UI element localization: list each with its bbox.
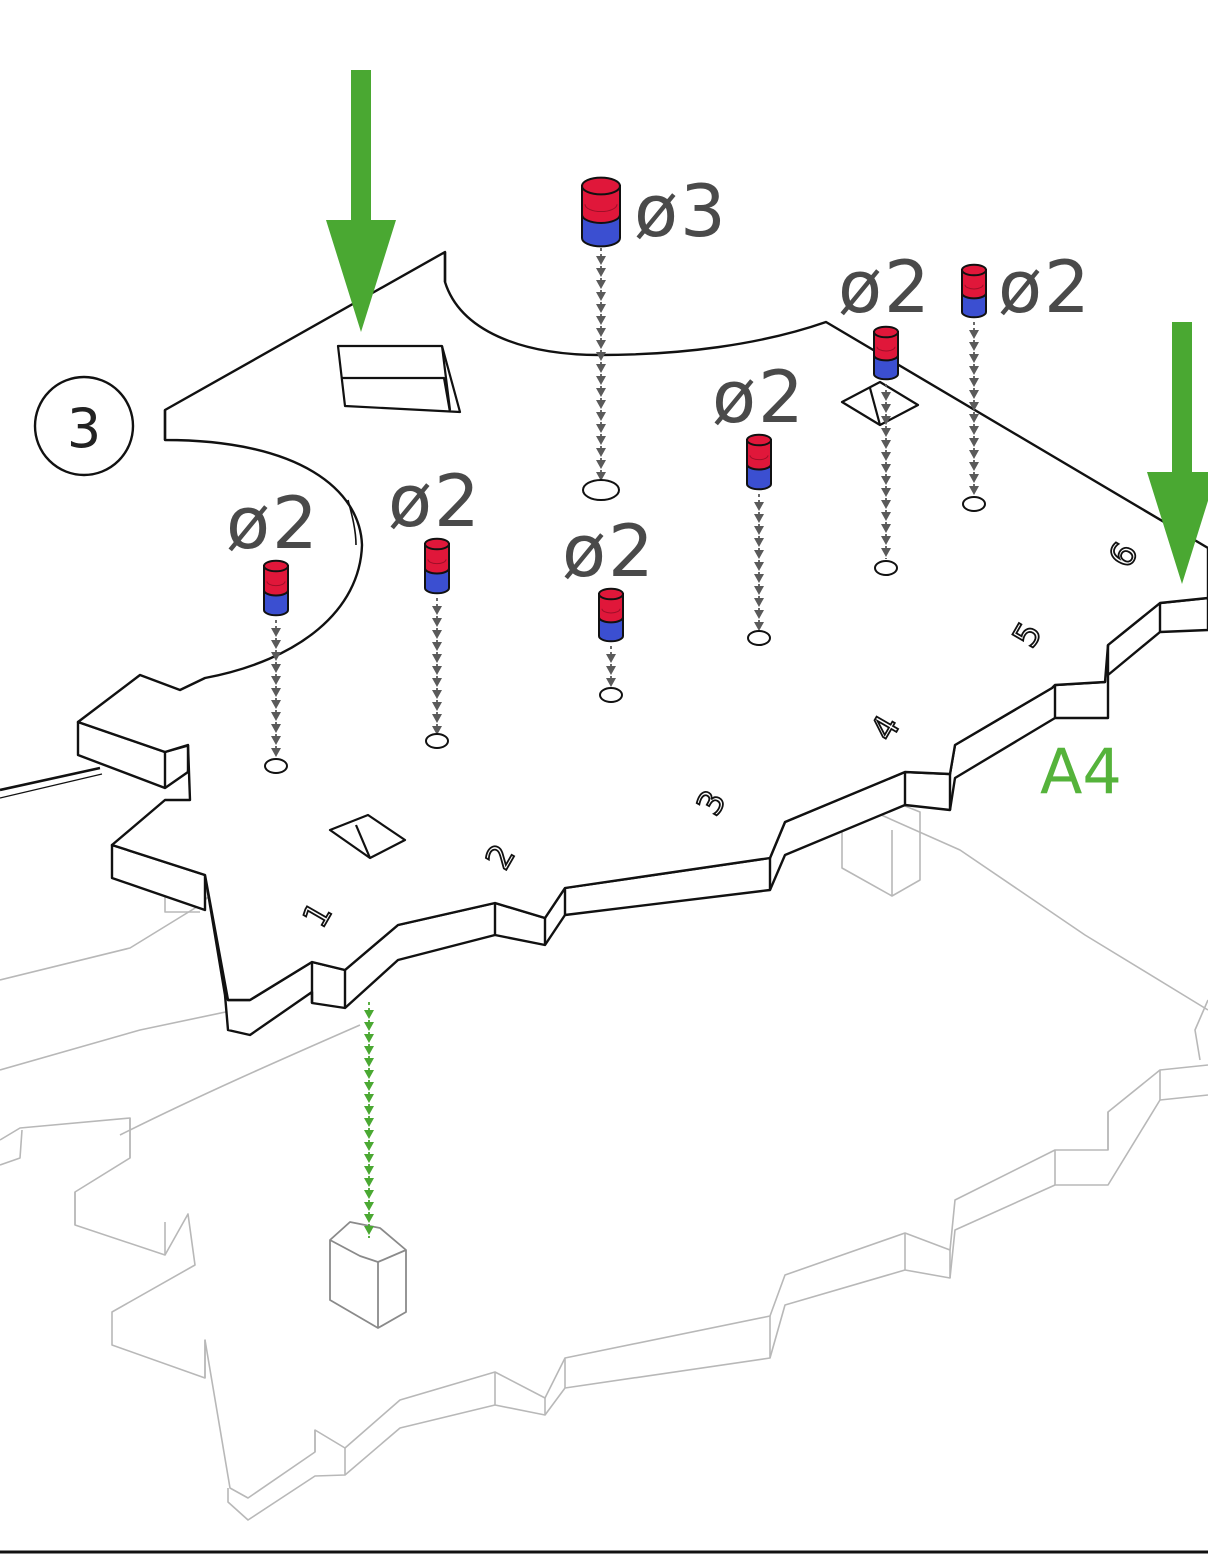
drop-line: [754, 494, 764, 631]
magnet-icon: [598, 587, 624, 643]
down-arrow-icon: [1147, 322, 1208, 584]
magnet-icon: [961, 263, 987, 319]
lower-piece-outline: [0, 759, 1208, 1521]
lower-peg: [329, 1221, 407, 1329]
magnet-label-6: ø2: [562, 509, 656, 593]
magnet-label-4: ø2: [712, 355, 806, 439]
magnet-hole: [264, 758, 288, 774]
magnet-icon: [581, 176, 621, 248]
magnet-hole: [962, 496, 986, 512]
magnet-hole: [874, 560, 898, 576]
drop-line: [881, 384, 891, 559]
step-number: 3: [67, 397, 101, 460]
magnet-icon: [424, 537, 450, 595]
part-badge: A4: [1040, 735, 1122, 808]
drop-line: [606, 646, 616, 687]
wire-line: [0, 766, 103, 799]
magnet-icon: [873, 325, 899, 381]
drop-line: [596, 248, 606, 481]
down-arrow-icon: [326, 70, 396, 332]
guide-line: [364, 1002, 374, 1238]
magnet-label-7: ø2: [226, 481, 320, 565]
main-piece: [76, 250, 1208, 1037]
drop-line: [969, 322, 979, 495]
magnet-hole: [747, 630, 771, 646]
magnet-label-1: ø3: [634, 169, 728, 253]
magnet-hole: [582, 479, 620, 501]
magnet-labels: ø3 ø2 ø2 ø2 ø2 ø2 ø2: [226, 169, 1092, 593]
drop-lines: [264, 248, 986, 1238]
drop-line: [271, 620, 281, 757]
step-circle-icon: 3: [33, 375, 135, 477]
magnet-hole: [425, 733, 449, 749]
magnet-label-2: ø2: [838, 245, 932, 329]
magnet-label-3: ø2: [998, 245, 1092, 329]
magnet-icon: [263, 559, 289, 617]
magnet-label-5: ø2: [388, 459, 482, 543]
slot-cutouts: [328, 344, 920, 860]
magnet-icon: [746, 433, 772, 491]
magnets: [263, 176, 987, 643]
drop-line: [432, 598, 442, 735]
magnet-hole: [599, 687, 623, 703]
